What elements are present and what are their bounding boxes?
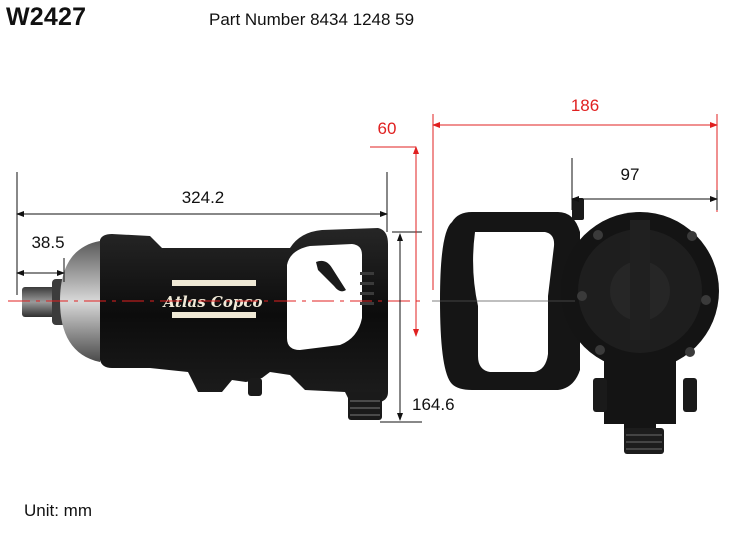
d-handle-opening bbox=[473, 232, 555, 372]
dim-center-to-base: 164.6 bbox=[380, 231, 455, 423]
grip-texture bbox=[360, 272, 374, 305]
svg-text:164.6: 164.6 bbox=[412, 395, 455, 414]
dim-overall-width: 186 bbox=[432, 96, 718, 290]
handle-opening bbox=[287, 244, 362, 350]
dim-center-to-top: 60 bbox=[370, 119, 419, 337]
anvil bbox=[22, 279, 66, 325]
housing-bolts bbox=[577, 230, 711, 357]
rear-view-tool bbox=[440, 198, 719, 454]
svg-text:60: 60 bbox=[378, 119, 397, 138]
part-number: Part Number 8434 1248 59 bbox=[209, 10, 415, 29]
trigger bbox=[316, 260, 346, 292]
side-view-tool: Atlas Copco bbox=[22, 228, 388, 420]
svg-text:324.2: 324.2 bbox=[182, 188, 225, 207]
model-title: W2427 bbox=[6, 3, 87, 31]
svg-text:38.5: 38.5 bbox=[31, 233, 64, 252]
atlas-copco-logo: Atlas Copco bbox=[162, 293, 263, 311]
dim-anvil-length: 38.5 bbox=[16, 233, 65, 282]
dim-center-to-side: 97 bbox=[571, 158, 718, 210]
svg-text:97: 97 bbox=[621, 165, 640, 184]
rear-lower-body bbox=[604, 360, 676, 440]
nose-housing bbox=[60, 241, 100, 362]
side-lever bbox=[248, 378, 262, 396]
unit-label: Unit: mm bbox=[24, 501, 92, 520]
svg-text:186: 186 bbox=[571, 96, 599, 115]
air-inlet bbox=[348, 392, 382, 420]
